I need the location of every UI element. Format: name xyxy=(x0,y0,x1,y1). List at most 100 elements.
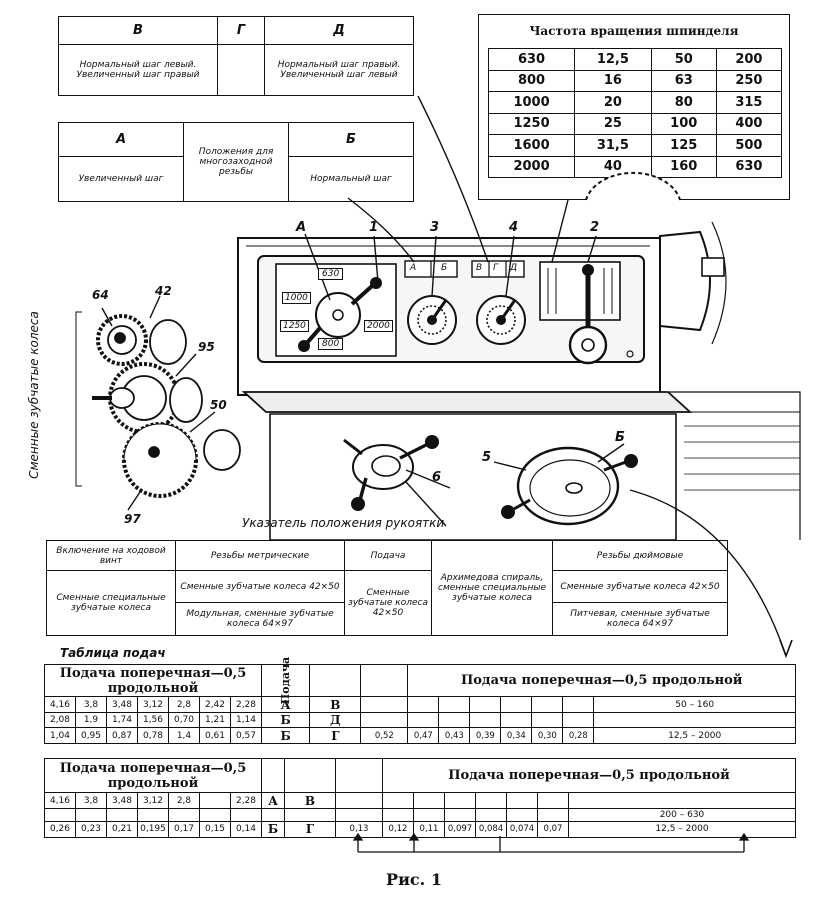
label-5: 5 xyxy=(482,450,492,465)
panel-letter-b: Б xyxy=(441,263,448,273)
feed1-cell: Б xyxy=(260,727,311,744)
feed2-cell: А xyxy=(261,791,285,810)
thread-col5-head: Резьбы дюймовые xyxy=(552,540,728,571)
spindle-cell: 200 xyxy=(715,48,783,71)
feed1-cell: 3,48 xyxy=(106,696,138,713)
feed1-cell xyxy=(438,711,471,729)
thread-col3-head: Подача xyxy=(344,540,432,571)
lever-2-hub xyxy=(568,325,608,365)
feed1-cell xyxy=(469,711,502,729)
spindle-cell: 315 xyxy=(715,91,783,114)
feed1-cell xyxy=(531,696,564,713)
thread-col1-head: Включение на ходовой винт xyxy=(46,540,176,571)
spindle-title: Частота вращения шпинделя xyxy=(529,24,739,38)
feed1-cell xyxy=(469,696,502,713)
feed1-cell: 1,04 xyxy=(44,727,76,744)
feed-table-1: Подача поперечная—0,5 продольной Подача … xyxy=(44,657,796,744)
spindle-cell: 250 xyxy=(715,69,783,92)
feed2-blank-b xyxy=(335,758,383,793)
panel-speed-1000: 1000 xyxy=(282,292,311,304)
feed2-left-title: Подача поперечная—0,5 продольной xyxy=(44,758,262,793)
thread-col5-a: Сменные зубчатые колеса 42×50 xyxy=(552,570,728,603)
feed2-cell: 0,15 xyxy=(199,820,231,839)
feed2-cell xyxy=(413,808,445,822)
gear-50 xyxy=(203,429,241,471)
feed1-cell: 1,4 xyxy=(168,727,200,744)
feed1-cell: 1,14 xyxy=(230,711,262,729)
feed1-cell: 0,95 xyxy=(75,727,107,744)
feed1-cell: Д xyxy=(309,711,362,729)
handwheel-5 xyxy=(516,446,620,526)
label-3: 3 xyxy=(430,220,440,235)
feed1-cell: 0,39 xyxy=(469,727,502,744)
feed1-blank-b xyxy=(360,663,409,698)
thread-table: Включение на ходовой винт Резьбы метриче… xyxy=(46,540,728,636)
feed2-cell: 0,26 xyxy=(44,820,76,839)
feed1-cell: 0,43 xyxy=(438,727,471,744)
handle-6-disc xyxy=(352,444,414,490)
panel-speed-2000: 2000 xyxy=(364,320,393,332)
feed2-cell: 0,084 xyxy=(475,820,507,839)
thread-col3-body: Сменные зубчатые колеса 42×50 xyxy=(344,570,432,636)
feed2-cell xyxy=(44,808,76,822)
spindle-cell: 2000 xyxy=(487,155,576,178)
feed1-cell: 50 – 160 xyxy=(593,696,796,713)
thread-col2-a: Сменные зубчатые колеса 42×50 xyxy=(175,570,345,603)
spindle-cell: 630 xyxy=(715,155,783,178)
label-gear-64: 64 xyxy=(92,288,109,302)
gear-train xyxy=(92,314,241,498)
feed1-cell: В xyxy=(309,696,362,713)
feed1-cell xyxy=(360,696,409,713)
label-gears-side: Сменные зубчатые колеса xyxy=(27,311,41,479)
label-1: 1 xyxy=(369,220,379,235)
feed1-cell: Г xyxy=(309,727,362,744)
feed1-cell xyxy=(360,711,409,729)
panel-letter-d: Д xyxy=(510,263,518,273)
panel-letter-g: Г xyxy=(493,263,499,273)
panel-letter-a: А xyxy=(410,263,417,273)
feed1-cell: 0,57 xyxy=(230,727,262,744)
feed2-row: 200 – 630 xyxy=(44,808,796,822)
feed1-cell: 3,12 xyxy=(137,696,169,713)
spindle-cell: 125 xyxy=(650,134,717,157)
spindle-cell: 630 xyxy=(487,48,576,71)
feed-table-title: Таблица подач xyxy=(60,646,166,660)
feed1-cell: 2,8 xyxy=(168,696,200,713)
feed1-cell xyxy=(407,711,440,729)
feed2-cell: 200 – 630 xyxy=(568,808,796,822)
feed2-cell xyxy=(106,808,138,822)
thread-col2-b: Модульная, сменные зубчатые колеса 64×97 xyxy=(175,602,345,636)
feed1-cell: 4,16 xyxy=(44,696,76,713)
feed2-cell xyxy=(168,808,200,822)
feed1-cell xyxy=(500,711,533,729)
feed1-vertical-label: Подача xyxy=(279,656,293,705)
feed1-cell: 0,34 xyxy=(500,727,533,744)
feed2-cell xyxy=(444,791,476,810)
feed2-cell: 2,28 xyxy=(230,791,262,810)
cell-d: Нормальный шаг правый. Увеличенный шаг л… xyxy=(264,44,414,96)
feed2-cell: 0,097 xyxy=(444,820,476,839)
feed1-cell: 0,52 xyxy=(360,727,409,744)
feed2-cell: 0,07 xyxy=(537,820,569,839)
feed1-cell xyxy=(562,711,595,729)
feed1-cell: 0,30 xyxy=(531,727,564,744)
thread-col1-body: Сменные специальные зубчатые колеса xyxy=(46,570,176,636)
label-6: 6 xyxy=(432,470,442,485)
spindle-cell: 1000 xyxy=(487,91,576,114)
feed2-cell xyxy=(284,808,336,822)
cell-v: Нормальный шаг левый. Увеличенный шаг пр… xyxy=(58,44,218,96)
panel-speed-800: 800 xyxy=(318,338,344,350)
cell-multistart: Положения для многозаходной резьбы xyxy=(183,122,289,202)
feed1-cell xyxy=(407,696,440,713)
feed1-cell: 1,9 xyxy=(75,711,107,729)
feed1-cell xyxy=(438,696,471,713)
feed1-blank-a xyxy=(309,663,362,698)
